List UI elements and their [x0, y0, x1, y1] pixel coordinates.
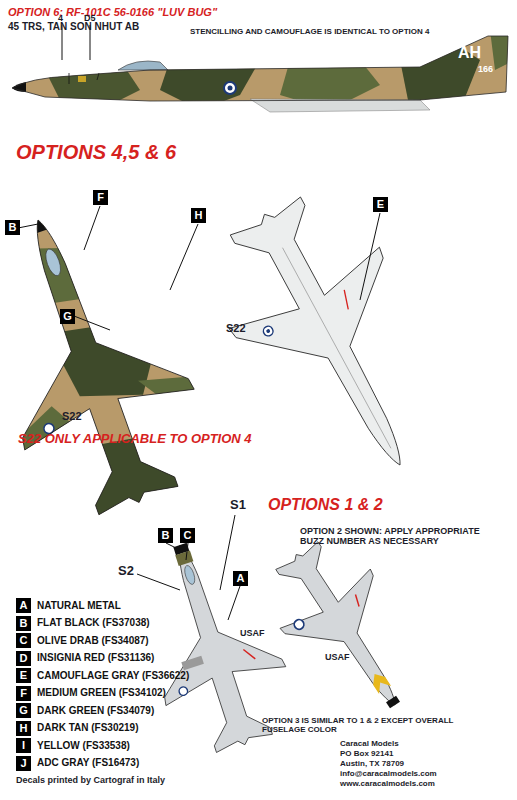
note: STENCILLING AND CAMOUFLAGE IS IDENTICAL … [190, 27, 429, 36]
callout-letter: H [195, 209, 203, 221]
legend-text: OLIVE DRAB (FS34087) [37, 635, 149, 646]
callout-letter: H [20, 722, 28, 734]
callout-letter: F [20, 687, 27, 699]
callout-box: G [60, 309, 75, 324]
address-line: Caracal Models [340, 739, 399, 748]
decal-number: S2 [118, 564, 134, 579]
wing-marking: USAF [325, 652, 350, 662]
address-line: www.caracalmodels.com [340, 779, 435, 788]
camo-plan-view [0, 188, 229, 534]
section-heading: OPTIONS 4,5 & 6 [16, 141, 176, 164]
callout-letter: F [97, 191, 104, 203]
callout-box: A [233, 571, 248, 586]
legend-text: DARK TAN (FS30219) [37, 722, 139, 733]
buzz-number-underside-view [251, 525, 440, 735]
callout-letter: E [377, 198, 384, 210]
section-heading: OPTIONS 1 & 2 [268, 496, 383, 514]
note: OPTION 3 IS SIMILAR TO 1 & 2 EXCEPT OVER… [262, 716, 462, 734]
title: OPTION 6: RF-101C 56-0166 "LUV BUG" [8, 6, 217, 19]
legend-text: YELLOW (FS33538) [37, 740, 130, 751]
note-heading: S22 ONLY APPLICABLE TO OPTION 4 [18, 432, 252, 447]
address-line: Austin, TX 78709 [340, 759, 404, 768]
address-line: PO Box 92141 [340, 749, 393, 758]
legend-key-box: G [16, 703, 31, 718]
callout-letter: B [9, 221, 17, 233]
legend-text: INSIGNIA RED (FS31136) [37, 652, 154, 663]
decal-number: S22 [62, 410, 82, 423]
callout-letter: G [19, 704, 28, 716]
legend-key-box: B [16, 616, 31, 631]
callout-number: 4 [58, 13, 63, 23]
callout-letter: A [237, 572, 245, 584]
callout-letter: B [162, 529, 170, 541]
callout-letter: A [20, 599, 28, 611]
callout-letter: D [20, 652, 28, 664]
note: OPTION 2 SHOWN: APPLY APPROPRIATE BUZZ N… [300, 526, 505, 547]
address-line: info@caracalmodels.com [340, 769, 437, 778]
legend-text: MEDIUM GREEN (FS34102) [37, 687, 166, 698]
callout-letter: B [20, 617, 28, 629]
legend-text: NATURAL METAL [37, 600, 121, 611]
callout-box: F [93, 190, 108, 205]
legend-key-box: J [16, 756, 31, 771]
legend-text: DARK GREEN (FS34079) [37, 705, 154, 716]
legend-key-box: C [16, 633, 31, 648]
decal-number: S22 [226, 322, 246, 335]
callout-box: B [158, 528, 173, 543]
callout-letter: E [20, 669, 27, 681]
callout-box: E [373, 197, 388, 212]
callout-letter: C [20, 634, 28, 646]
underside-plan-view [189, 174, 475, 506]
callout-box: H [191, 208, 206, 223]
decal-number: S1 [230, 498, 246, 513]
legend-key-box: H [16, 721, 31, 736]
wing-marking: USAF [240, 628, 265, 638]
legend-key-box: E [16, 668, 31, 683]
legend-text: CAMOUFLAGE GRAY (FS36622) [37, 670, 189, 681]
legend-key-box: D [16, 651, 31, 666]
legend-key-box: F [16, 686, 31, 701]
side-view [12, 30, 515, 112]
callout-letter: G [63, 310, 72, 322]
callout-letter: C [184, 529, 192, 541]
callout-box: B [5, 220, 20, 235]
callout-letter: I [22, 739, 25, 751]
printer-note: Decals printed by Cartograf in Italy [16, 775, 165, 785]
tail-code: AH [458, 44, 481, 62]
legend-text: ADC GRAY (FS16473) [37, 757, 139, 768]
legend-key-box: I [16, 738, 31, 753]
tail-number: 166 [478, 64, 493, 74]
callout-box: C [180, 528, 195, 543]
callout-number: D5 [84, 13, 96, 23]
legend-key-box: A [16, 598, 31, 613]
unit-note: 45 TRS, TAN SON NHUT AB [8, 21, 139, 33]
legend-text: FLAT BLACK (FS37038) [37, 617, 150, 628]
callout-letter: J [20, 757, 26, 769]
